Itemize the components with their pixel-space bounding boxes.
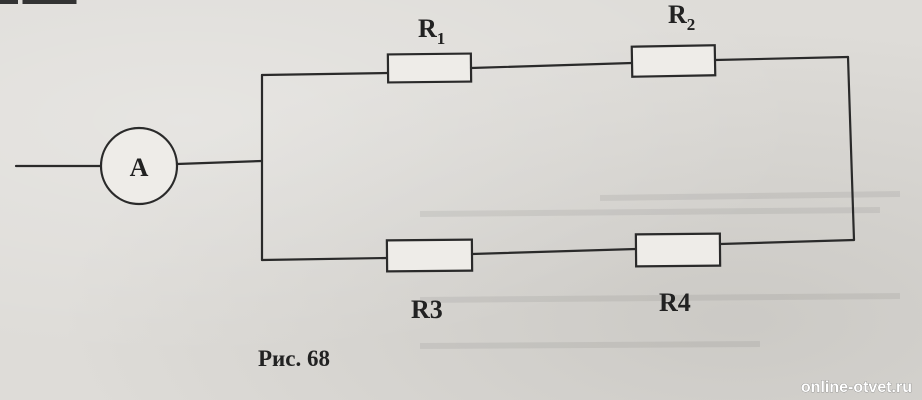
page-bleed-through	[419, 191, 901, 349]
label-r2: R2	[668, 0, 695, 34]
figure-caption: Рис. 68	[258, 346, 330, 371]
cropped-page-text: ▬ ▬▬▬	[0, 0, 77, 8]
ammeter: A	[99, 126, 179, 206]
top-branch-wire	[260, 71, 390, 77]
watermark: online-otvet.ru	[801, 379, 912, 396]
label-r4: R4	[659, 288, 691, 317]
resistor-r3	[385, 238, 474, 273]
r3-to-r4-wire	[470, 247, 638, 256]
r4-to-right-wire	[718, 238, 856, 246]
bottom-branch-wire	[260, 256, 389, 262]
r1-to-r2-wire	[469, 61, 634, 70]
label-r3: R3	[411, 295, 443, 324]
ammeter-label: A	[130, 153, 149, 182]
resistor-r2	[630, 44, 717, 78]
ammeter-icon	[99, 126, 179, 206]
label-r1: R1	[418, 14, 445, 48]
resistor-r4	[634, 232, 722, 268]
r2-to-right-wire	[713, 55, 850, 62]
resistor-r1	[386, 52, 473, 84]
right-vertical-wire	[846, 55, 856, 242]
ammeter-to-node-wire	[175, 159, 264, 166]
